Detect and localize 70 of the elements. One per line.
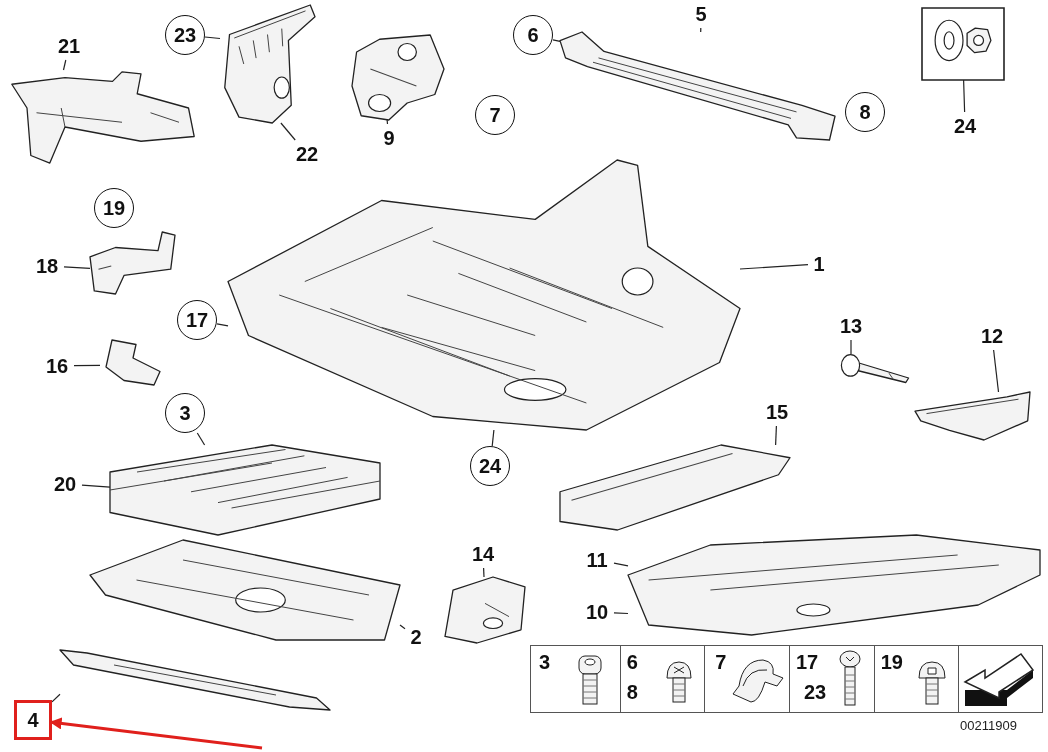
callout-number: 6 <box>513 15 553 55</box>
leader-line <box>850 339 852 355</box>
seat-pan-drawing <box>90 540 400 640</box>
motor-bracket-drawing <box>352 35 444 120</box>
leader-line <box>483 567 485 578</box>
callout-number: 19 <box>94 188 134 228</box>
callout-number: 5 <box>690 0 712 28</box>
cross-tube-drawing <box>560 32 835 140</box>
switch-panel-drawing <box>445 577 525 643</box>
leader-line <box>739 264 809 270</box>
leader-line <box>51 693 61 703</box>
leader-line <box>552 39 561 42</box>
leader-line <box>196 432 206 446</box>
leader-line <box>216 323 229 327</box>
rail-cover-drawing <box>560 445 790 530</box>
leader-line <box>73 364 101 367</box>
arrow <box>49 717 263 750</box>
callout-number: 12 <box>975 322 1009 350</box>
callout-number: 15 <box>760 398 794 426</box>
part-number: 17 <box>796 652 819 672</box>
callout-number: 16 <box>40 352 74 380</box>
callout-number: 13 <box>834 312 868 340</box>
callout-number: 24 <box>470 446 510 486</box>
callout-number: 11 <box>580 546 614 574</box>
callout-number: 18 <box>30 252 64 280</box>
part-number: 6 <box>626 652 638 672</box>
callout-number: 17 <box>177 300 217 340</box>
washer-and-nut-drawing <box>922 8 1004 80</box>
callout-number: 9 <box>378 124 400 152</box>
leader-line <box>613 562 629 567</box>
leader-line <box>491 429 495 447</box>
callout-number: 10 <box>580 598 614 626</box>
callout-number: 24 <box>948 112 982 140</box>
front-trim-drawing <box>60 650 330 710</box>
part-number: 7 <box>715 652 727 672</box>
callout-number: 22 <box>290 140 324 168</box>
callout-number: 2 <box>405 623 427 651</box>
part-number: 3 <box>539 652 551 672</box>
callout-number: 1 <box>808 250 830 278</box>
leader-line <box>399 624 406 630</box>
leader-line <box>963 79 966 113</box>
part-number: 19 <box>880 652 903 672</box>
leader-line <box>993 349 1000 393</box>
leader-line <box>204 36 221 40</box>
leader-line <box>81 484 111 488</box>
leader-line <box>386 119 389 125</box>
callout-number: 8 <box>845 92 885 132</box>
trim-cap-drawing <box>915 392 1030 440</box>
callout-number: 20 <box>48 470 82 498</box>
leader-line <box>62 59 67 71</box>
part-number: 23 <box>804 682 827 702</box>
seat-heating-module-drawing <box>110 445 380 535</box>
leader-line <box>280 122 296 141</box>
side-trim-drawing <box>628 535 1040 635</box>
leader-line <box>700 27 702 33</box>
leader-line <box>775 425 777 446</box>
callout-number: 7 <box>475 95 515 135</box>
bolt-drawing <box>840 354 910 384</box>
leader-line <box>63 266 91 269</box>
leader-line <box>613 612 629 615</box>
part-number: 8 <box>626 682 638 702</box>
seat-frame-drawing <box>228 160 740 430</box>
callout-number: 3 <box>165 393 205 433</box>
callout-number: 14 <box>466 540 500 568</box>
callout-number: 21 <box>52 32 86 60</box>
callout-number: 23 <box>165 15 205 55</box>
drawing-number: 00211909 <box>960 718 1017 733</box>
callout-number: 4 <box>14 700 52 740</box>
bracket-drawing <box>90 232 175 294</box>
mounting-plate-drawing <box>8 70 198 165</box>
